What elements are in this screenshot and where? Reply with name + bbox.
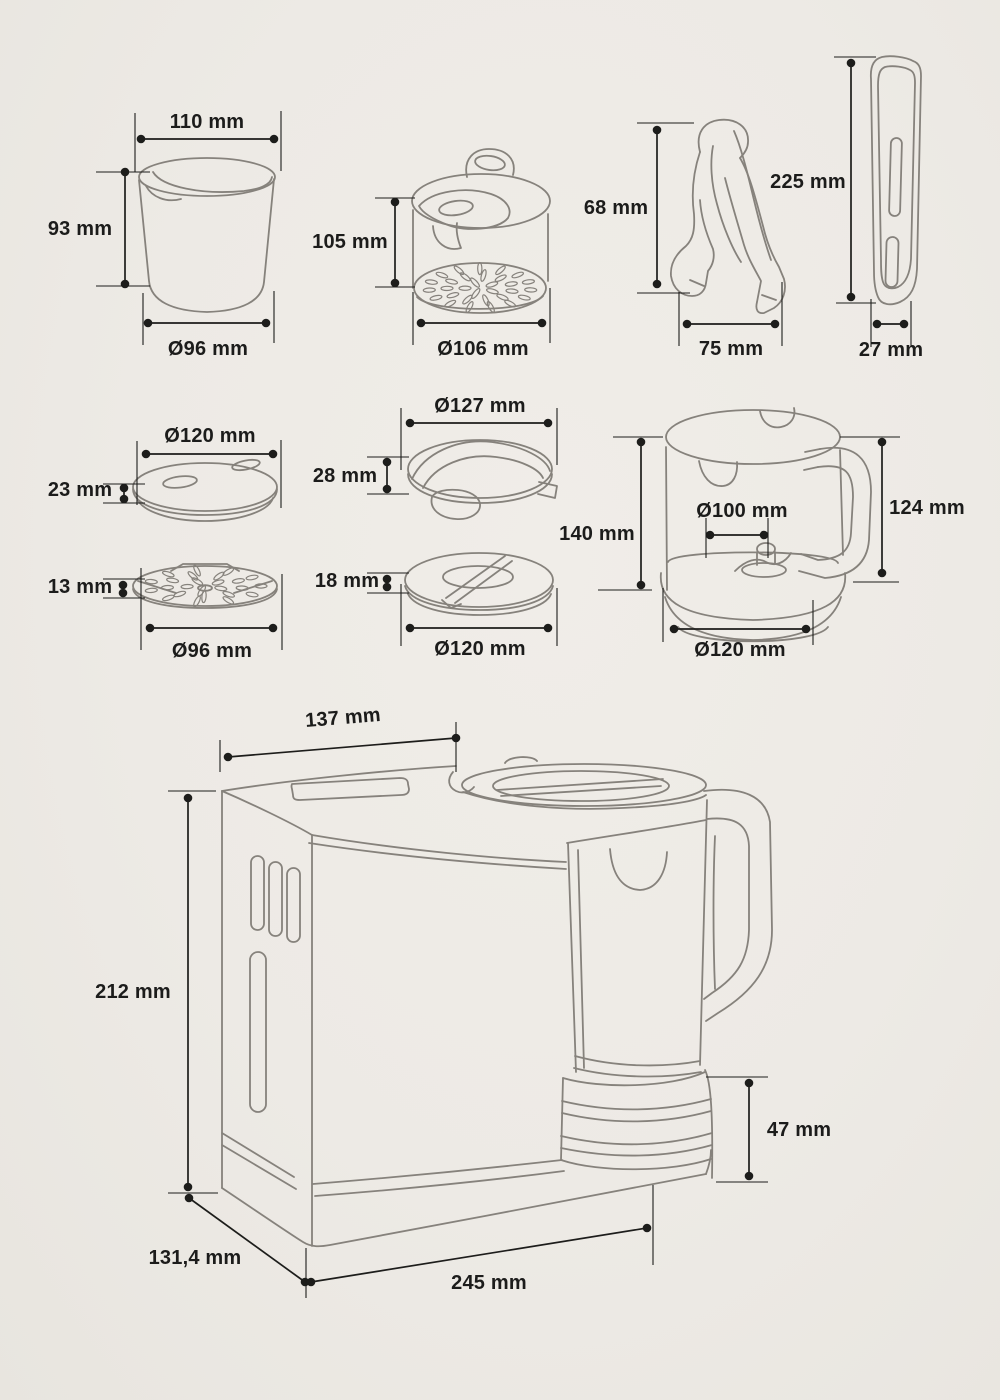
handle-lid-height-label: 28 mm <box>312 465 378 487</box>
jug-handle-height-label: 124 mm <box>889 497 965 519</box>
strainer-height-label: 13 mm <box>47 576 113 598</box>
spatula-drawing <box>869 55 922 306</box>
blade-disc-diameter-label: Ø120 mm <box>434 638 526 660</box>
lid-diameter-label: Ø120 mm <box>164 425 256 447</box>
measuring-cup-drawing <box>138 157 276 313</box>
basket-diameter-label: Ø106 mm <box>437 338 529 360</box>
tongs-drawing <box>670 118 786 315</box>
main-unit-dimensions <box>168 722 768 1298</box>
jug-inner-diameter-label: Ø100 mm <box>696 500 788 522</box>
strainer-disc-drawing <box>132 563 278 609</box>
main-unit-drawing <box>221 756 773 1248</box>
jug-height-label: 140 mm <box>559 523 635 545</box>
blade-disc-drawing <box>404 552 554 616</box>
handle-lid-dimensions <box>367 408 558 495</box>
strainer-perforations <box>144 564 268 608</box>
unit-depth-label: 131,4 mm <box>148 1247 242 1269</box>
tongs-height-label: 68 mm <box>583 197 649 219</box>
cup-height-label: 93 mm <box>47 218 113 240</box>
jug-drawing <box>659 407 872 643</box>
strainer-diameter-label: Ø96 mm <box>171 640 253 662</box>
lid-dimensions <box>103 440 282 508</box>
jug-dimensions <box>598 436 900 645</box>
steam-basket-dimensions <box>375 197 551 345</box>
basket-perforations <box>422 262 538 313</box>
jug-base-diameter-label: Ø120 mm <box>694 639 786 661</box>
lid-height-label: 23 mm <box>47 479 113 501</box>
spatula-width-label: 27 mm <box>858 339 924 361</box>
cup-top-width-label: 110 mm <box>169 111 245 133</box>
lid-drawing <box>132 458 278 522</box>
tongs-dimensions <box>637 122 783 346</box>
tongs-width-label: 75 mm <box>698 338 764 360</box>
basket-height-label: 105 mm <box>312 231 388 253</box>
strainer-disc-dimensions <box>103 568 283 650</box>
handle-lid-diameter-label: Ø127 mm <box>434 395 526 417</box>
unit-base-height-label: 47 mm <box>766 1119 832 1141</box>
handle-lid-drawing <box>407 439 558 520</box>
spatula-length-label: 225 mm <box>770 171 846 193</box>
measuring-cup-dimensions <box>96 111 282 345</box>
cup-diameter-label: Ø96 mm <box>167 338 249 360</box>
steam-basket-drawing <box>411 148 551 314</box>
blade-disc-dimensions <box>367 572 558 646</box>
unit-height-label: 212 mm <box>95 981 171 1003</box>
blade-disc-height-label: 18 mm <box>314 570 380 592</box>
unit-width-label: 245 mm <box>451 1272 527 1294</box>
spatula-dimensions <box>834 56 912 347</box>
